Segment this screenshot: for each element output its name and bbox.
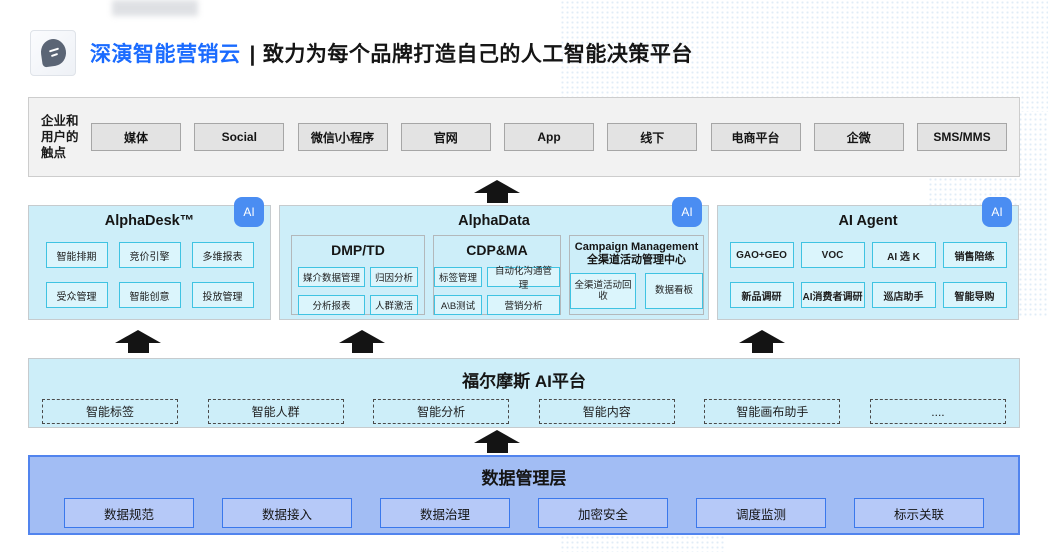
module-chip: 竞价引擎 bbox=[118, 242, 181, 268]
tagline: 致力为每个品牌打造自己的人工智能决策平台 bbox=[262, 43, 693, 66]
group-title: Campaign Management 全渠道活动管理中心 bbox=[574, 241, 699, 267]
data-layer-title: 数据管理层 bbox=[481, 469, 567, 488]
capability-chip-more: .... bbox=[869, 399, 1006, 424]
module-chip: 媒介数据管理 bbox=[297, 267, 365, 287]
touchpoint-offline: 线下 bbox=[607, 123, 698, 151]
product-panels-row: AI AlphaDesk™ 智能排期 竞价引擎 多维报表 受众管理 智能创意 投… bbox=[28, 197, 1020, 320]
data-chip: 加密安全 bbox=[538, 498, 668, 528]
ai-badge: AI bbox=[234, 197, 264, 227]
alphadesk-title: AlphaDesk™ bbox=[104, 213, 195, 229]
module-chip: 数据看板 bbox=[645, 273, 703, 310]
up-arrow-icon bbox=[474, 430, 520, 453]
group-title: DMP/TD bbox=[331, 242, 385, 258]
up-arrow-icon bbox=[339, 330, 385, 353]
module-chip: 自动化沟通管理 bbox=[487, 266, 560, 291]
module-chip: 巡店助手 bbox=[871, 282, 936, 308]
module-chip: 标签管理 bbox=[434, 267, 483, 287]
ai-badge: AI bbox=[672, 197, 702, 227]
ai-agent-title: AI Agent bbox=[838, 213, 898, 229]
module-chip: 多维报表 bbox=[191, 242, 254, 268]
ai-agent-items: GAO+GEO VOC AI 选 K 销售陪练 新品调研 AI消费者调研 巡店助… bbox=[718, 242, 1018, 308]
module-chip: VOC bbox=[800, 242, 865, 268]
data-chip: 数据接入 bbox=[222, 498, 352, 528]
group-dmp-td: DMP/TD 媒介数据管理 归因分析 分析报表 人群激活 bbox=[291, 235, 425, 315]
group-title: CDP&MA bbox=[466, 242, 528, 258]
alphadata-title: AlphaData bbox=[458, 213, 530, 229]
data-chip: 调度监测 bbox=[696, 498, 826, 528]
holmes-items: 智能标签 智能人群 智能分析 智能内容 智能画布助手 .... bbox=[29, 399, 1019, 424]
touchpoint-social: Social bbox=[194, 123, 285, 151]
module-chip: 投放管理 bbox=[191, 282, 254, 308]
data-layer-items: 数据规范 数据接入 数据治理 加密安全 调度监测 标示关联 bbox=[30, 498, 1018, 528]
alphadesk-items: 智能排期 竞价引擎 多维报表 受众管理 智能创意 投放管理 bbox=[29, 242, 270, 308]
map-landmass-decoration bbox=[112, 0, 198, 16]
group-cdp-ma: CDP&MA 标签管理 自动化沟通管理 A\B测试 营销分析 bbox=[433, 235, 561, 315]
holmes-ai-platform: 福尔摩斯 AI平台 智能标签 智能人群 智能分析 智能内容 智能画布助手 ...… bbox=[28, 358, 1020, 428]
module-chip: 新品调研 bbox=[729, 282, 794, 308]
data-management-layer: 数据管理层 数据规范 数据接入 数据治理 加密安全 调度监测 标示关联 bbox=[28, 455, 1020, 535]
panel-alphadata: AI AlphaData DMP/TD 媒介数据管理 归因分析 分析报表 人群激… bbox=[279, 197, 709, 320]
module-chip: GAO+GEO bbox=[729, 242, 794, 268]
page-title: 深演智能营销云 | 致力为每个品牌打造自己的人工智能决策平台 bbox=[90, 38, 693, 68]
module-chip: AI消费者调研 bbox=[800, 282, 865, 308]
touchpoint-media: 媒体 bbox=[91, 123, 181, 151]
capability-chip: 智能内容 bbox=[538, 399, 675, 424]
up-arrow-icon bbox=[474, 180, 520, 203]
capability-chip: 智能人群 bbox=[207, 399, 344, 424]
module-chip: 营销分析 bbox=[487, 295, 560, 315]
module-chip: 归因分析 bbox=[370, 267, 419, 287]
title-divider: | bbox=[249, 43, 256, 66]
module-chip: 智能创意 bbox=[118, 282, 181, 308]
module-chip: 分析报表 bbox=[297, 295, 365, 315]
panel-ai-agent: AI AI Agent GAO+GEO VOC AI 选 K 销售陪练 新品调研… bbox=[717, 197, 1019, 320]
capability-chip: 智能分析 bbox=[373, 399, 510, 424]
touchpoints-label: 企业和用户的触点 bbox=[41, 113, 79, 161]
module-chip: AI 选 K bbox=[871, 242, 936, 268]
holmes-title: 福尔摩斯 AI平台 bbox=[462, 372, 586, 391]
data-chip: 标示关联 bbox=[854, 498, 984, 528]
module-chip: A\B测试 bbox=[434, 295, 483, 315]
touchpoint-website: 官网 bbox=[400, 123, 491, 151]
brand-name: 深演智能营销云 bbox=[90, 43, 241, 66]
speech-bubble-icon bbox=[39, 37, 68, 68]
capability-chip: 智能画布助手 bbox=[704, 399, 841, 424]
touchpoint-app: App bbox=[504, 123, 594, 151]
touchpoint-ecommerce: 电商平台 bbox=[710, 123, 801, 151]
data-chip: 数据治理 bbox=[380, 498, 510, 528]
touchpoint-wechat-miniprogram: 微信\小程序 bbox=[297, 123, 388, 151]
brand-logo-icon bbox=[30, 30, 76, 76]
capability-chip: 智能标签 bbox=[42, 399, 178, 424]
module-chip: 智能排期 bbox=[45, 242, 108, 268]
up-arrow-icon bbox=[115, 330, 161, 353]
module-chip: 销售陪练 bbox=[942, 242, 1007, 268]
module-chip: 人群激活 bbox=[370, 295, 419, 315]
data-chip: 数据规范 bbox=[64, 498, 194, 528]
up-arrow-icon bbox=[739, 330, 785, 353]
module-chip: 智能导购 bbox=[942, 282, 1007, 308]
touchpoints-row: 媒体 Social 微信\小程序 官网 App 线下 电商平台 企微 SMS/M… bbox=[91, 123, 1007, 151]
touchpoint-sms-mms: SMS/MMS bbox=[917, 123, 1007, 151]
touchpoint-wecom: 企微 bbox=[813, 123, 904, 151]
halftone-map-decoration bbox=[560, 0, 1048, 112]
group-campaign-management: Campaign Management 全渠道活动管理中心 全渠道活动回收 数据… bbox=[569, 235, 704, 315]
alphadata-groups: DMP/TD 媒介数据管理 归因分析 分析报表 人群激活 CDP&MA 标签管理… bbox=[280, 235, 708, 315]
touchpoints-strip: 企业和用户的触点 媒体 Social 微信\小程序 官网 App 线下 电商平台… bbox=[28, 97, 1020, 177]
header: 深演智能营销云 | 致力为每个品牌打造自己的人工智能决策平台 bbox=[30, 30, 693, 76]
module-chip: 全渠道活动回收 bbox=[570, 273, 636, 310]
module-chip: 受众管理 bbox=[45, 282, 108, 308]
ai-badge: AI bbox=[982, 197, 1012, 227]
panel-alphadesk: AI AlphaDesk™ 智能排期 竞价引擎 多维报表 受众管理 智能创意 投… bbox=[28, 197, 271, 320]
